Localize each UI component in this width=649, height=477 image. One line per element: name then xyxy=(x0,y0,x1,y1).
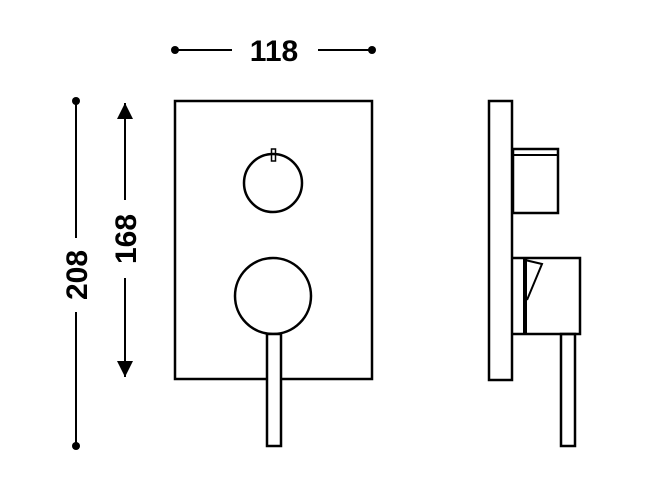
width-label: 118 xyxy=(250,35,298,68)
plate-height-label: 168 xyxy=(110,214,143,264)
side-plate xyxy=(487,99,514,382)
knob-indicator xyxy=(270,148,277,162)
side-handle-body xyxy=(513,256,582,336)
plate-height-dimension: 168 xyxy=(110,103,143,377)
total-height-dimension: 208 xyxy=(61,97,94,450)
side-diverter-knob xyxy=(511,147,560,215)
lever xyxy=(265,332,283,448)
side-lever xyxy=(559,332,577,448)
width-dimension: 118 xyxy=(171,35,376,68)
total-height-label: 208 xyxy=(61,250,94,300)
handle-chamfer xyxy=(524,259,544,301)
mixer-handle-base xyxy=(233,256,313,336)
diverter-knob xyxy=(242,152,304,214)
front-view xyxy=(173,99,374,448)
side-view xyxy=(487,99,582,448)
